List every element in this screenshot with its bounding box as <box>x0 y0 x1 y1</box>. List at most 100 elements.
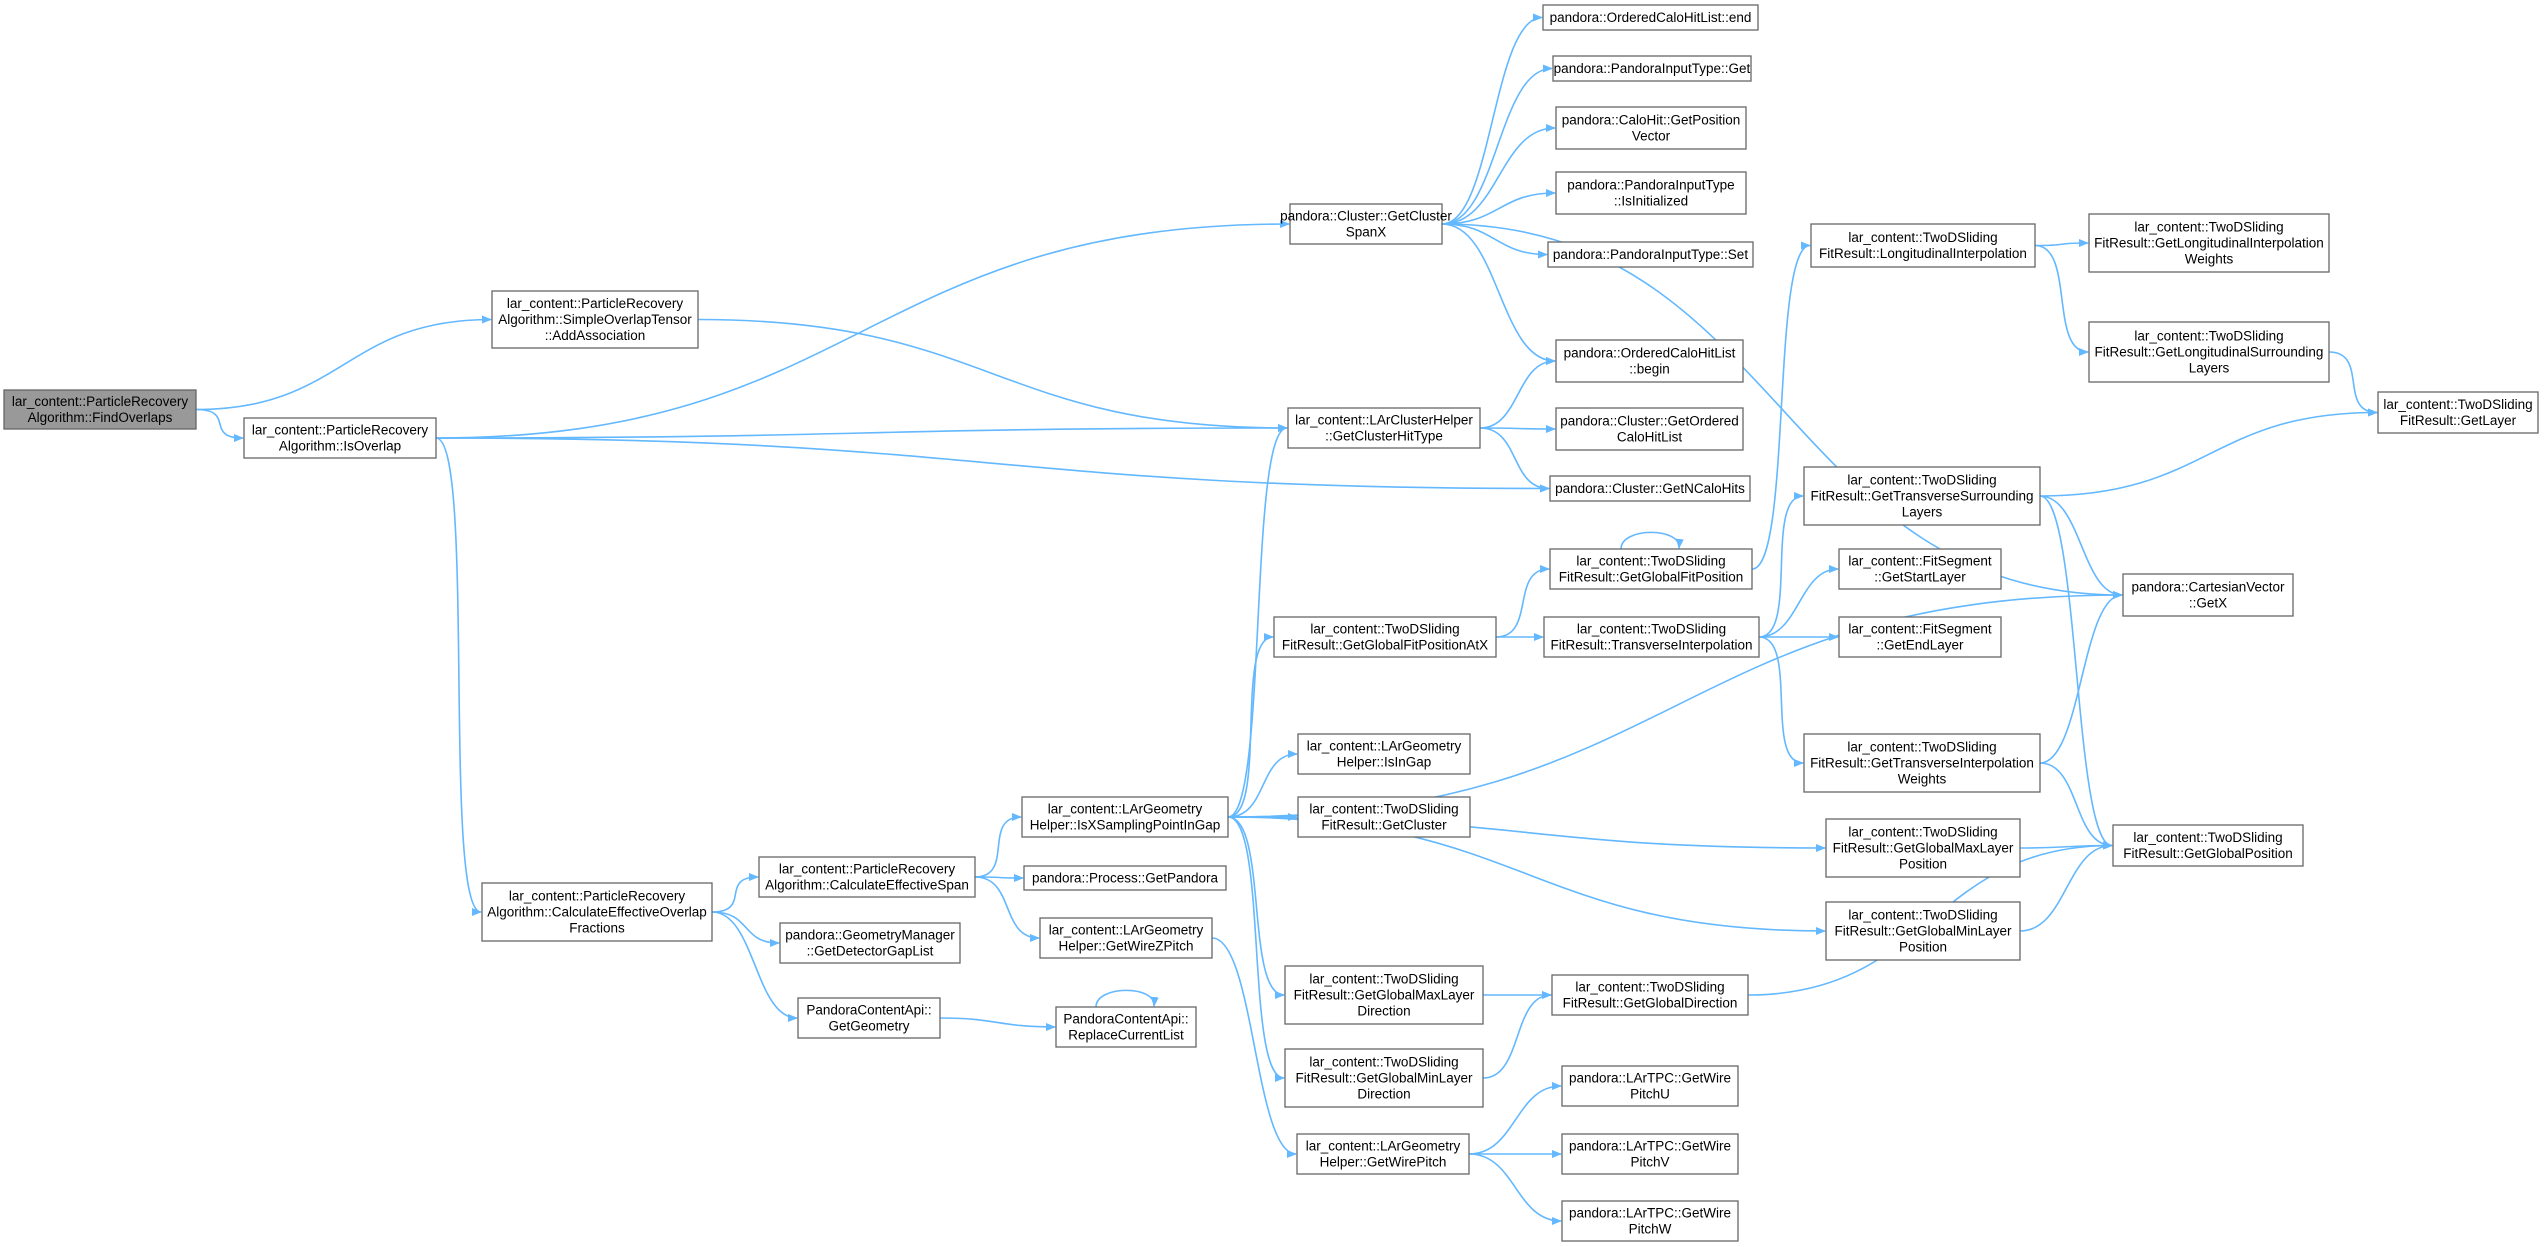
node-box[interactable] <box>1297 796 1471 838</box>
node-add_association[interactable]: lar_content::ParticleRecoveryAlgorithm::… <box>491 290 699 349</box>
node-box[interactable] <box>1543 616 1760 658</box>
node-box[interactable] <box>1561 1200 1739 1242</box>
node-box[interactable] <box>1287 407 1481 449</box>
node-label-line: lar_content::TwoDSliding <box>2133 830 2282 845</box>
node-box[interactable] <box>2088 321 2330 383</box>
node-box[interactable] <box>1297 733 1471 775</box>
node-box[interactable] <box>1552 55 1752 82</box>
node-fitseg_start[interactable]: lar_content::FitSegment::GetStartLayer <box>1838 548 2002 590</box>
node-box[interactable] <box>1284 965 1484 1025</box>
node-pit_set[interactable]: pandora::PandoraInputType::Set <box>1547 241 1754 268</box>
node-label-line: lar_content::ParticleRecovery <box>252 422 429 437</box>
node-get_pandora[interactable]: pandora::Process::GetPandora <box>1023 865 1227 891</box>
node-box[interactable] <box>1555 106 1747 150</box>
node-get_transverse_surr[interactable]: lar_content::TwoDSlidingFitResult::GetTr… <box>1803 466 2041 526</box>
node-label-line: Position <box>1899 856 1947 871</box>
node-box[interactable] <box>1561 1065 1739 1107</box>
node-get_global_max_layer_dir[interactable]: lar_content::TwoDSlidingFitResult::GetGl… <box>1284 965 1484 1025</box>
node-get_wire_pitch[interactable]: lar_content::LArGeometryHelper::GetWireP… <box>1296 1133 1470 1175</box>
node-get_transverse_interp_w[interactable]: lar_content::TwoDSlidingFitResult::GetTr… <box>1803 733 2041 793</box>
node-box[interactable] <box>1825 818 2021 878</box>
node-box[interactable] <box>1838 616 2002 658</box>
node-get_cluster[interactable]: lar_content::TwoDSlidingFitResult::GetCl… <box>1297 796 1471 838</box>
node-get_global_fit_pos_at_x[interactable]: lar_content::TwoDSlidingFitResult::GetGl… <box>1273 616 1497 658</box>
node-find_overlaps[interactable]: lar_content::ParticleRecoveryAlgorithm::… <box>3 389 197 430</box>
node-box[interactable] <box>779 922 961 964</box>
node-box[interactable] <box>1284 1048 1484 1108</box>
node-get_detector_gap_list[interactable]: pandora::GeometryManager::GetDetectorGap… <box>779 922 961 964</box>
node-get_geometry[interactable]: PandoraContentApi::GetGeometry <box>797 997 941 1039</box>
node-box[interactable] <box>1055 1006 1197 1048</box>
node-get_cluster_hit_type[interactable]: lar_content::LArClusterHelper::GetCluste… <box>1287 407 1481 449</box>
node-box[interactable] <box>1289 203 1443 245</box>
node-get_wire_z_pitch[interactable]: lar_content::LArGeometryHelper::GetWireZ… <box>1039 917 1213 959</box>
node-calc_eff_overlap[interactable]: lar_content::ParticleRecoveryAlgorithm::… <box>481 882 713 942</box>
node-pit_get[interactable]: pandora::PandoraInputType::Get <box>1552 55 1752 82</box>
edge-get_cluster_span_x-to-pit_set <box>1441 223 1548 259</box>
node-box[interactable] <box>2122 573 2294 617</box>
node-box[interactable] <box>1803 733 2041 793</box>
node-box[interactable] <box>1555 339 1744 383</box>
node-box[interactable] <box>1810 223 2036 268</box>
edge-longitudinal_interp-to-get_longitudinal_interp_w <box>2034 239 2089 248</box>
node-ochl_end[interactable]: pandora::OrderedCaloHitList::end <box>1542 4 1759 31</box>
node-box[interactable] <box>491 290 699 349</box>
node-box[interactable] <box>1542 4 1759 31</box>
node-get_layer[interactable]: lar_content::TwoDSlidingFitResult::GetLa… <box>2377 391 2539 434</box>
node-box[interactable] <box>1549 548 1753 590</box>
node-get_longitudinal_surr[interactable]: lar_content::TwoDSlidingFitResult::GetLo… <box>2088 321 2330 383</box>
node-get_global_min_layer_pos[interactable]: lar_content::TwoDSlidingFitResult::GetGl… <box>1825 901 2021 961</box>
node-get_global_max_layer_pos[interactable]: lar_content::TwoDSlidingFitResult::GetGl… <box>1825 818 2021 878</box>
node-is_overlap[interactable]: lar_content::ParticleRecoveryAlgorithm::… <box>243 417 437 459</box>
node-is_x_sampling[interactable]: lar_content::LArGeometryHelper::IsXSampl… <box>1021 796 1229 838</box>
node-calc_eff_span[interactable]: lar_content::ParticleRecoveryAlgorithm::… <box>758 856 976 898</box>
node-cartesian_get_x[interactable]: pandora::CartesianVector::GetX <box>2122 573 2294 617</box>
node-box[interactable] <box>1555 171 1747 215</box>
node-box[interactable] <box>3 389 197 430</box>
node-get_longitudinal_interp_w[interactable]: lar_content::TwoDSlidingFitResult::GetLo… <box>2088 213 2330 273</box>
node-longitudinal_interp[interactable]: lar_content::TwoDSlidingFitResult::Longi… <box>1810 223 2036 268</box>
node-box[interactable] <box>1838 548 2002 590</box>
node-fitseg_end[interactable]: lar_content::FitSegment::GetEndLayer <box>1838 616 2002 658</box>
node-pit_is_init[interactable]: pandora::PandoraInputType::IsInitialized <box>1555 171 1747 215</box>
node-box[interactable] <box>1549 475 1751 502</box>
node-box[interactable] <box>1825 901 2021 961</box>
node-box[interactable] <box>1803 466 2041 526</box>
node-box[interactable] <box>2112 824 2304 867</box>
edge-get_longitudinal_surr-to-get_layer <box>2328 351 2378 417</box>
node-box[interactable] <box>2377 391 2539 434</box>
node-box[interactable] <box>1547 241 1754 268</box>
node-box[interactable] <box>758 856 976 898</box>
node-box[interactable] <box>1039 917 1213 959</box>
node-get_global_position[interactable]: lar_content::TwoDSlidingFitResult::GetGl… <box>2112 824 2304 867</box>
node-box[interactable] <box>1021 796 1229 838</box>
node-box[interactable] <box>797 997 941 1039</box>
node-label-line: GetGeometry <box>828 1018 909 1033</box>
node-label-line: pandora::PandoraInputType::Get <box>1554 61 1751 76</box>
node-label-line: lar_content::TwoDSliding <box>1575 979 1724 994</box>
node-get_global_fit_position[interactable]: lar_content::TwoDSlidingFitResult::GetGl… <box>1549 548 1753 590</box>
node-box[interactable] <box>2088 213 2330 273</box>
node-box[interactable] <box>1273 616 1497 658</box>
node-box[interactable] <box>1023 865 1227 891</box>
node-ochl_begin[interactable]: pandora::OrderedCaloHitList::begin <box>1555 339 1744 383</box>
node-cluster_get_n_calo[interactable]: pandora::Cluster::GetNCaloHits <box>1549 475 1751 502</box>
node-box[interactable] <box>481 882 713 942</box>
node-get_global_min_layer_dir[interactable]: lar_content::TwoDSlidingFitResult::GetGl… <box>1284 1048 1484 1108</box>
node-get_global_direction[interactable]: lar_content::TwoDSlidingFitResult::GetGl… <box>1551 974 1749 1016</box>
node-box[interactable] <box>243 417 437 459</box>
node-box[interactable] <box>1561 1133 1739 1175</box>
node-transverse_interp[interactable]: lar_content::TwoDSlidingFitResult::Trans… <box>1543 616 1760 658</box>
node-box[interactable] <box>1551 974 1749 1016</box>
node-label-line: Layers <box>2189 360 2230 375</box>
node-box[interactable] <box>1555 407 1744 451</box>
node-box[interactable] <box>1296 1133 1470 1175</box>
node-replace_current_list[interactable]: PandoraContentApi::ReplaceCurrentList <box>1055 1006 1197 1048</box>
